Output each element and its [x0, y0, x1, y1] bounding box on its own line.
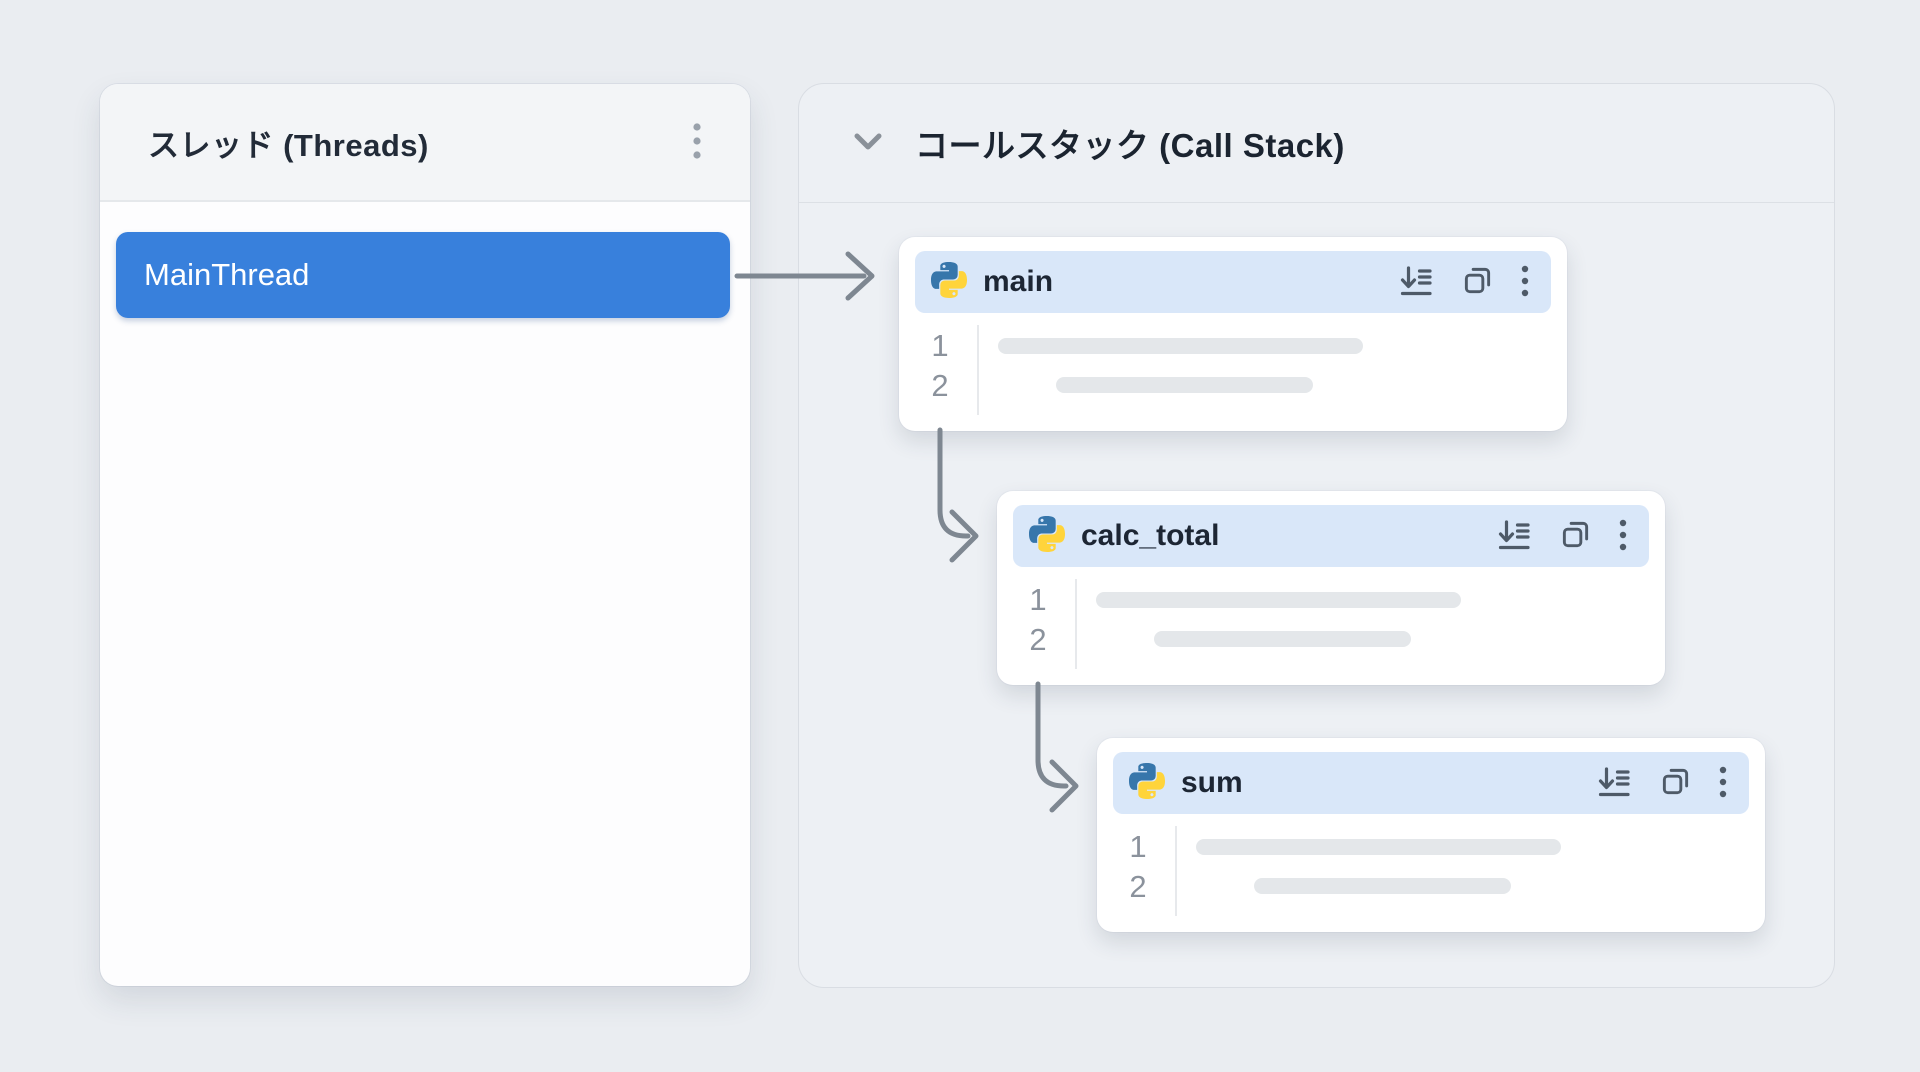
kebab-vertical-icon [1719, 766, 1727, 801]
frame-actions [1396, 261, 1531, 304]
callstack-panel: コールスタック (Call Stack) main [798, 83, 1835, 988]
kebab-vertical-icon [692, 122, 702, 163]
python-icon [931, 261, 968, 303]
python-icon [1029, 515, 1066, 557]
line-number: 1 [1129, 829, 1147, 864]
thread-item-mainthread[interactable]: MainThread [116, 232, 730, 318]
line-number: 2 [931, 368, 949, 403]
stack-frame-sum[interactable]: sum [1097, 738, 1765, 932]
line-number: 2 [1129, 869, 1147, 904]
frame-menu-button[interactable] [1617, 517, 1629, 556]
frame-header: main [915, 251, 1551, 313]
threads-panel-title: スレッド (Threads) [148, 127, 429, 163]
frame-label: calc_total [1081, 519, 1220, 552]
copy-button[interactable] [1558, 517, 1593, 555]
step-into-button[interactable] [1594, 762, 1634, 805]
code-skeleton-line [998, 338, 1363, 354]
code-skeleton-line [1154, 631, 1411, 647]
copy-icon [1560, 519, 1591, 553]
frame-code-preview: 1 2 [1113, 814, 1749, 918]
frame-actions [1494, 515, 1629, 558]
gutter-divider [1075, 579, 1077, 669]
callstack-panel-title: コールスタック (Call Stack) [915, 127, 1345, 164]
step-into-icon [1596, 764, 1632, 803]
copy-icon [1462, 265, 1493, 299]
python-icon [1129, 762, 1166, 804]
chevron-down-icon [851, 131, 885, 156]
callstack-collapse-button[interactable] [847, 127, 889, 160]
callstack-panel-header: コールスタック (Call Stack) [799, 84, 1834, 203]
copy-button[interactable] [1658, 764, 1693, 802]
code-skeleton-line [1196, 839, 1561, 855]
frame-actions [1594, 762, 1729, 805]
line-number: 1 [931, 328, 949, 363]
copy-button[interactable] [1460, 263, 1495, 301]
code-skeleton-line [1056, 377, 1313, 393]
frame-label: sum [1181, 766, 1243, 799]
frame-code-preview: 1 2 [915, 313, 1551, 417]
step-into-icon [1496, 517, 1532, 556]
line-number: 1 [1029, 582, 1047, 617]
step-into-button[interactable] [1396, 261, 1436, 304]
gutter-divider [1175, 826, 1177, 916]
step-into-icon [1398, 263, 1434, 302]
frame-menu-button[interactable] [1717, 764, 1729, 803]
kebab-vertical-icon [1521, 265, 1529, 300]
stack-frame-calc-total[interactable]: calc_total [997, 491, 1665, 685]
frame-menu-button[interactable] [1519, 263, 1531, 302]
threads-menu-button[interactable] [686, 116, 708, 169]
line-number: 2 [1029, 622, 1047, 657]
kebab-vertical-icon [1619, 519, 1627, 554]
frame-header: sum [1113, 752, 1749, 814]
gutter-divider [977, 325, 979, 415]
threads-panel: スレッド (Threads) MainThread [100, 84, 750, 986]
code-skeleton-line [1096, 592, 1461, 608]
copy-icon [1660, 766, 1691, 800]
frame-header: calc_total [1013, 505, 1649, 567]
frame-label: main [983, 265, 1054, 298]
thread-item-label: MainThread [144, 257, 310, 292]
code-skeleton-line [1254, 878, 1511, 894]
stack-frame-main[interactable]: main [899, 237, 1567, 431]
step-into-button[interactable] [1494, 515, 1534, 558]
frame-code-preview: 1 2 [1013, 567, 1649, 671]
threads-panel-header: スレッド (Threads) [100, 84, 750, 202]
